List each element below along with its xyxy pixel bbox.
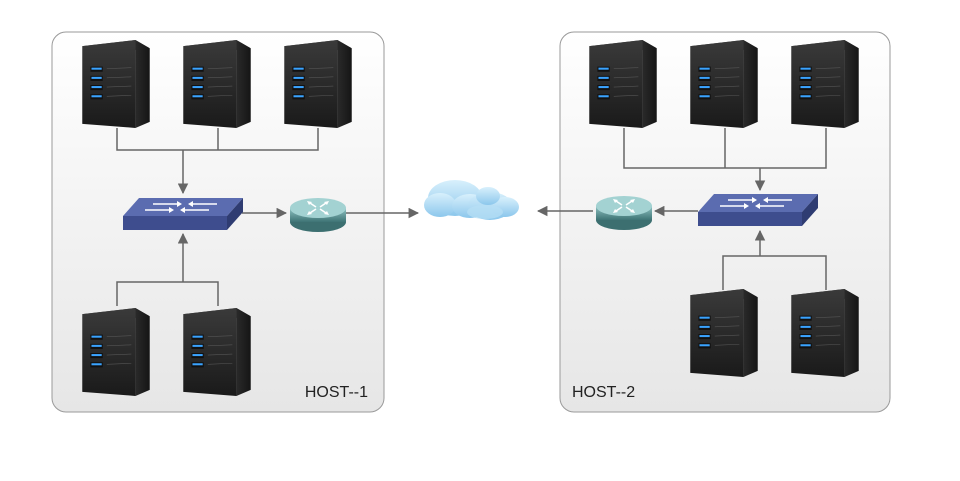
host-1-server-top-3	[283, 39, 353, 129]
host-2-group: HOST--2	[536, 31, 891, 413]
host-1-switch	[123, 197, 243, 231]
host-2-router	[595, 195, 653, 231]
host-2-server-top-1	[588, 39, 658, 129]
host-1-server-bottom-2	[182, 307, 252, 397]
host-2-label: HOST--2	[572, 384, 635, 401]
host-1-group: HOST--1	[51, 31, 420, 413]
host-1-label: HOST--1	[305, 384, 368, 401]
cloud-icon	[424, 180, 519, 220]
host-1-server-top-1	[81, 39, 151, 129]
host-1-server-bottom-1	[81, 307, 151, 397]
host-2-server-bottom-2	[790, 288, 860, 378]
host-2-switch	[698, 193, 818, 227]
host-1-connectors	[116, 128, 420, 306]
host-1-router	[289, 197, 347, 233]
host-1-server-top-2	[182, 39, 252, 129]
host-2-server-bottom-1	[689, 288, 759, 378]
host-2-server-top-3	[790, 39, 860, 129]
host-2-server-top-2	[689, 39, 759, 129]
host-2-connectors	[536, 128, 827, 290]
